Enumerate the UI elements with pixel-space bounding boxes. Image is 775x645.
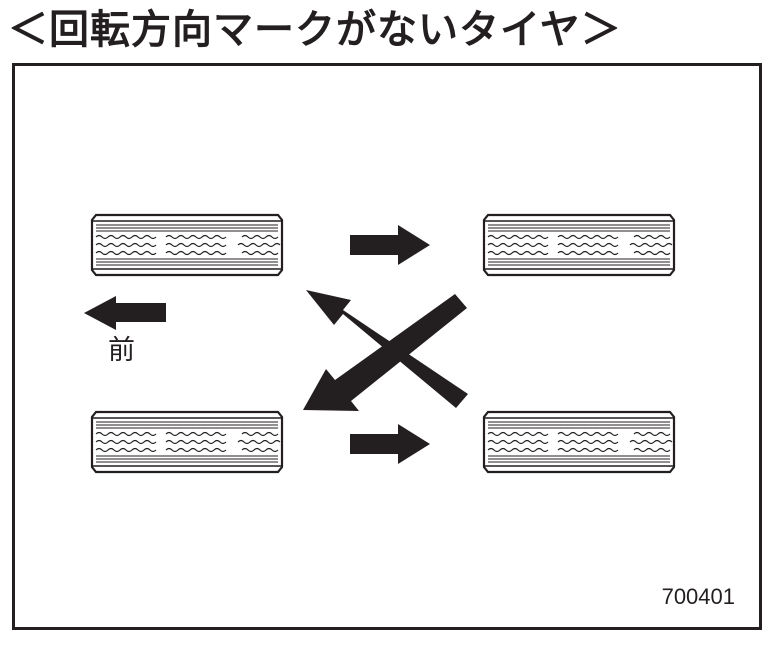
arrow-front-left-to-right	[350, 225, 430, 265]
tire-rear-left	[90, 410, 284, 474]
tire-front-left	[90, 213, 284, 277]
front-direction-arrow-icon	[84, 296, 166, 330]
cross-rotation-arrows-icon	[303, 290, 468, 411]
tire-rear-right	[482, 410, 676, 474]
page-title: ＜回転方向マークがないタイヤ＞	[8, 7, 622, 53]
tire-front-right	[482, 213, 676, 277]
figure-id: 700401	[661, 584, 735, 609]
front-label: 前	[108, 335, 135, 366]
arrow-rear-left-to-right	[350, 424, 430, 464]
